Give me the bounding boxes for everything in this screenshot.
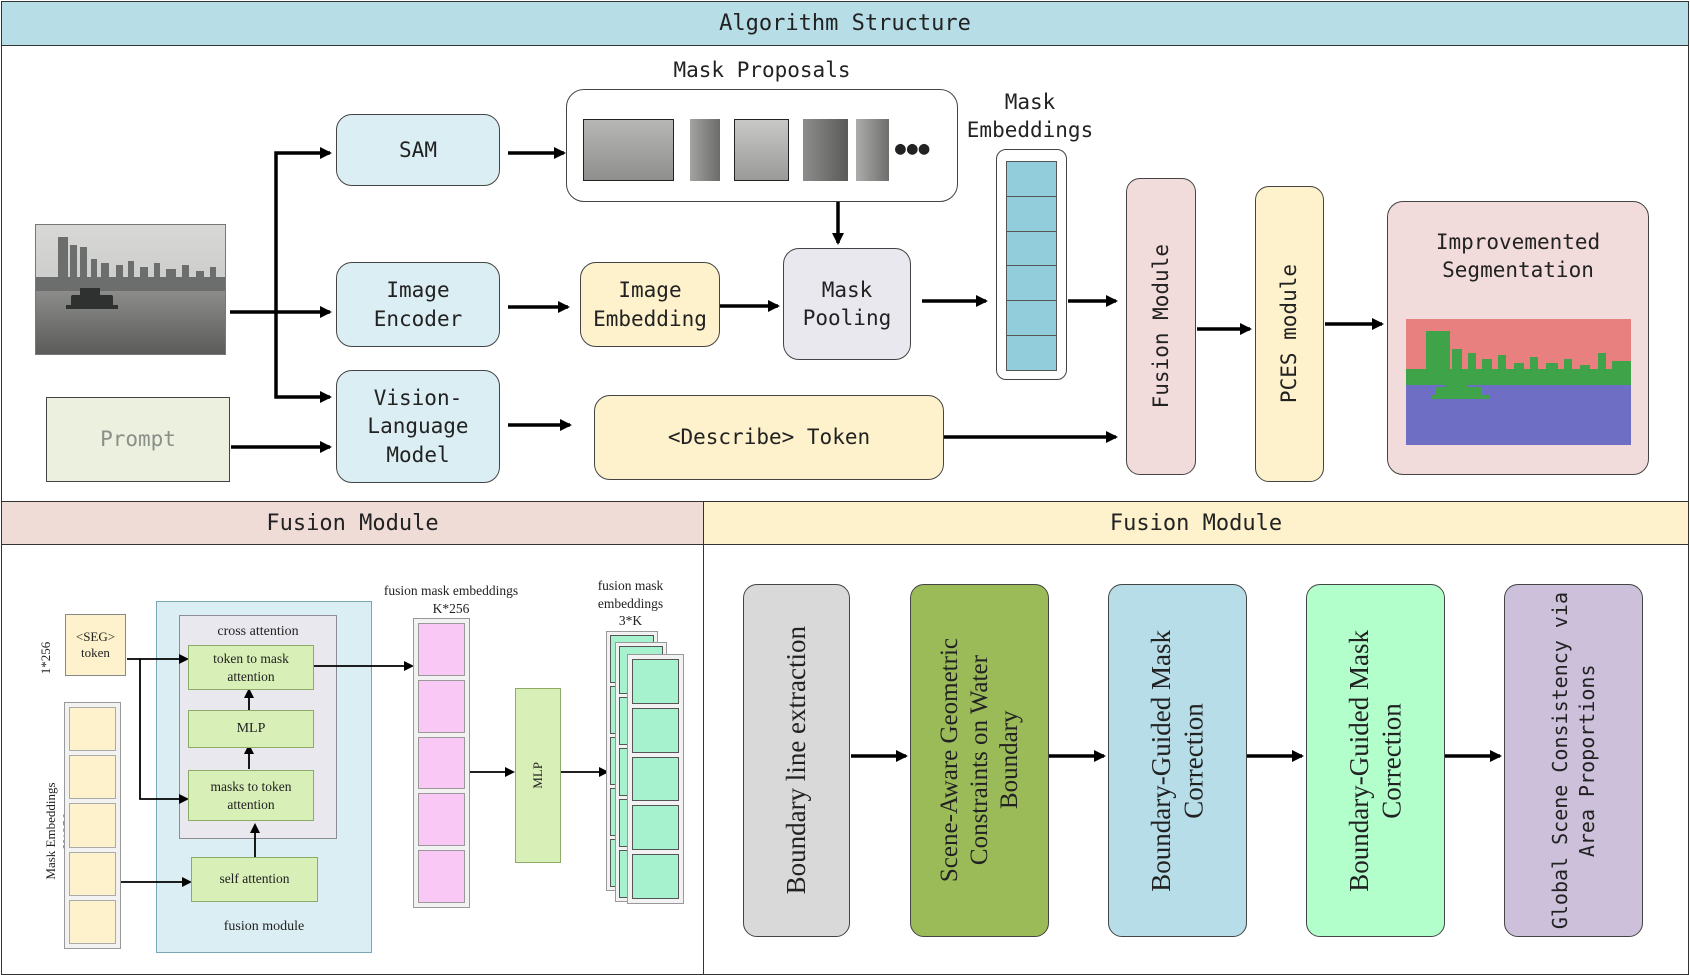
fusion-mask-emb-column xyxy=(413,618,470,908)
mask-embedding-cell xyxy=(1006,301,1057,337)
mask-pooling-label: Mask Pooling xyxy=(802,277,892,330)
step-2-label: Scene-Aware Geometric Constraints on Wat… xyxy=(935,638,1023,883)
image-embedding-label: Image Embedding xyxy=(593,278,707,331)
token-to-mask-box: token to mask attention xyxy=(188,645,314,690)
token-to-mask-label: token to mask attention xyxy=(213,650,289,684)
right-panel-title: Fusion Module xyxy=(1109,510,1283,536)
segmentation-result-image xyxy=(1406,319,1631,445)
step-3-label: Boundary-Guided Mask Correction xyxy=(1146,629,1209,892)
mask-embedding-cell xyxy=(1006,196,1057,232)
header-title: Algorithm Structure xyxy=(719,11,971,36)
inner-mlp-label: MLP xyxy=(236,720,266,736)
fusion-mask-emb-small-label: fusion mask embeddings 3*K xyxy=(597,578,664,629)
pces-module-box: PCES module xyxy=(1255,186,1324,482)
output-title: Improvemented Segmentation xyxy=(1435,230,1601,283)
step-boundary-line-extraction: Boundary line extraction xyxy=(743,584,850,937)
fusion-emb-cell xyxy=(418,850,465,903)
masks-to-token-box: masks to token attention xyxy=(188,770,314,821)
small-emb-cell xyxy=(632,756,679,802)
mask-emb-cell xyxy=(69,755,116,800)
outer-mlp-box: MLP xyxy=(515,688,561,863)
mask-embedding-cell xyxy=(1006,266,1057,302)
image-encoder-label: Image Encoder xyxy=(373,278,463,331)
mask-emb-cell xyxy=(69,803,116,848)
mask-emb-column xyxy=(64,702,121,949)
mask-proposals-label: Mask Proposals xyxy=(673,58,851,82)
mask-embedding-cell xyxy=(1006,336,1057,371)
prompt-box: Prompt xyxy=(46,397,230,482)
mask-embedding-cell xyxy=(1006,161,1057,197)
prompt-label: Prompt xyxy=(100,427,176,452)
fusion-module-caption: fusion module xyxy=(223,919,305,934)
mask-emb-cell xyxy=(69,899,116,945)
step-4-label: Boundary-Guided Mask Correction xyxy=(1344,629,1407,892)
step-scene-aware-constraints: Scene-Aware Geometric Constraints on Wat… xyxy=(910,584,1049,937)
image-encoder-box: Image Encoder xyxy=(336,262,500,347)
small-emb-cell xyxy=(632,659,679,704)
step-boundary-guided-correction-1: Boundary-Guided Mask Correction xyxy=(1108,584,1247,937)
algorithm-structure-header: Algorithm Structure xyxy=(1,1,1689,46)
fusion-emb-cell xyxy=(418,736,465,790)
self-attention-label: self attention xyxy=(219,871,290,887)
fusion-emb-cell xyxy=(418,679,465,733)
mask-embeddings-stack xyxy=(996,149,1067,380)
self-attention-box: self attention xyxy=(191,857,318,902)
small-stack-front xyxy=(627,654,684,904)
fusion-emb-cell xyxy=(418,623,465,676)
mask-pooling-box: Mask Pooling xyxy=(783,248,911,360)
ellipsis-dots: ●●● xyxy=(895,138,931,159)
mask-emb-cell xyxy=(69,851,116,896)
describe-token-label: <Describe> Token xyxy=(667,425,871,450)
mask-proposal-3 xyxy=(734,119,789,181)
mask-proposal-2 xyxy=(690,119,720,181)
input-image xyxy=(35,224,226,355)
output-segmentation-box: Improvemented Segmentation xyxy=(1387,201,1649,475)
step-5-label: Global Scene Consistency via Area Propor… xyxy=(1547,591,1599,930)
step-global-scene-consistency: Global Scene Consistency via Area Propor… xyxy=(1504,584,1643,937)
step-1-label: Boundary line extraction xyxy=(781,626,812,895)
describe-token-box: <Describe> Token xyxy=(594,395,944,480)
inner-mlp-box: MLP xyxy=(188,710,314,748)
small-emb-cell xyxy=(632,707,679,753)
cross-attention-label: cross attention xyxy=(217,624,299,639)
mask-proposals-box: ●●● xyxy=(566,89,958,202)
mask-emb-cell xyxy=(69,707,116,752)
mask-embeddings-column xyxy=(1006,161,1057,371)
step-boundary-guided-correction-2: Boundary-Guided Mask Correction xyxy=(1306,584,1445,937)
fusion-emb-cell xyxy=(418,793,465,847)
fusion-mask-emb-label: fusion mask embeddings K*256 xyxy=(383,583,519,616)
seg-token-box: <SEG> token xyxy=(65,614,126,676)
mask-proposal-4 xyxy=(803,119,848,181)
small-emb-cell xyxy=(632,854,679,899)
mask-embeddings-label: Mask Embeddings xyxy=(966,90,1094,143)
segmentation-result-drawing xyxy=(1406,319,1631,445)
small-emb-cell xyxy=(632,805,679,851)
image-embedding-box: Image Embedding xyxy=(580,262,720,347)
mask-proposal-5 xyxy=(856,119,889,181)
sam-label: SAM xyxy=(399,137,437,162)
vlm-label: Vision- Language Model xyxy=(367,385,469,467)
vision-language-model-box: Vision- Language Model xyxy=(336,370,500,483)
mask-embedding-cell xyxy=(1006,231,1057,267)
seg-token-label: <SEG> token xyxy=(75,628,116,660)
left-panel-title: Fusion Module xyxy=(266,510,439,536)
arrow-branch-to-sam xyxy=(274,147,332,312)
input-image-drawing xyxy=(36,225,225,354)
right-panel-header: Fusion Module xyxy=(703,501,1689,545)
left-panel-header: Fusion Module xyxy=(1,501,704,545)
sam-box: SAM xyxy=(336,114,500,186)
arrow-branch-to-vlm xyxy=(274,312,332,403)
mask-proposal-1 xyxy=(583,119,674,181)
fusion-module-box: Fusion Module xyxy=(1126,178,1196,475)
masks-to-token-label: masks to token attention xyxy=(210,778,292,812)
arrow-seg-to-m2t xyxy=(139,659,189,804)
